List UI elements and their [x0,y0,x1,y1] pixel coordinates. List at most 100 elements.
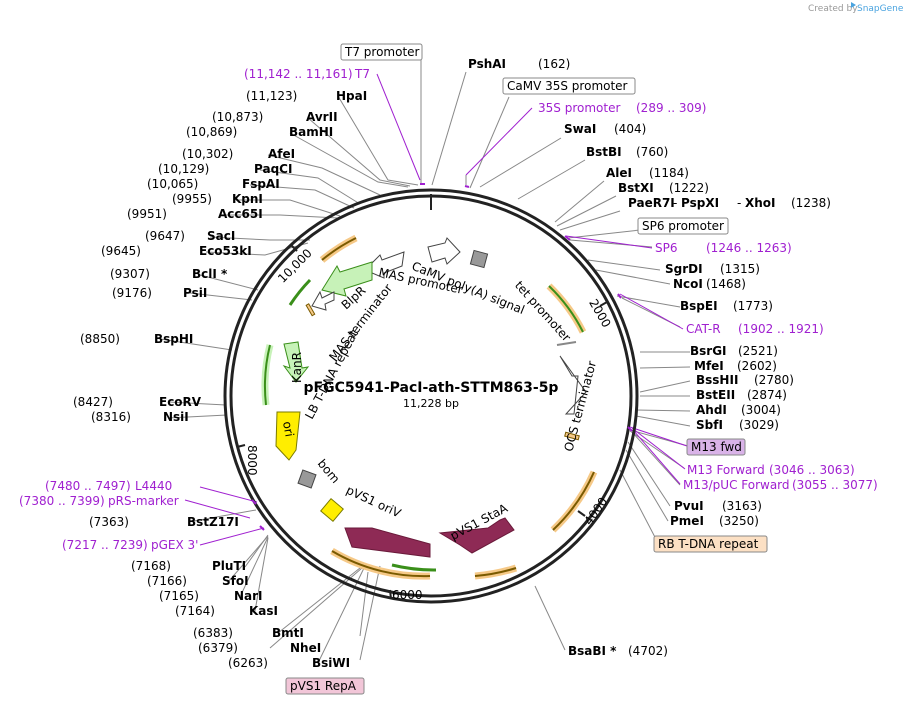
site-bmti: BmtI [272,626,304,640]
site-separator: - [737,196,741,210]
site-nsii-pos: (8316) [91,410,131,424]
site-bsiwi-pos: (6263) [228,656,268,670]
primer-t7: T7 [354,67,370,81]
site-kpni: KpnI [232,192,263,206]
site-bstxi-pos: (1222) [669,181,709,195]
site-ncoi: NcoI [673,277,703,291]
site-swai: SwaI [564,122,596,136]
site-pshai: PshAI [468,57,506,71]
sites-left: HpaI(11,123)AvrII(10,873)BamHI(10,869)Af… [73,89,367,670]
box-t7-promoter: T7 promoter [340,43,423,61]
site-bamhi-pos: (10,869) [186,125,237,139]
site-pspxi: PspXI [681,196,719,210]
site-ncoi-pos: (1468) [706,277,746,291]
primer-t7-pos: (11,142 .. 11,161) [244,67,353,81]
sites-right: PshAI(162)SwaI(404)BstBI(760)AleI(1184)B… [468,57,831,658]
site-bsshii: BssHII [696,373,738,387]
tick-2000: 2000 [586,297,613,330]
label-pvs1-orIV: pVS1 oriV [344,483,404,521]
site-saci-pos: (9647) [145,229,185,243]
site-bstxi: BstXI [618,181,654,195]
primer-m13-forward-pos: (3046 .. 3063) [769,463,855,477]
site-nhei-pos: (6379) [198,641,238,655]
site-bsrgi-pos: (2521) [738,344,778,358]
site-paqci: PaqCI [254,162,292,176]
primer-labels: T7(11,142 .. 11,161) 35S promoter (289 .. … [19,67,878,552]
site-bmti-pos: (6383) [193,626,233,640]
primer-pgex-3-pos: (7217 .. 7239) [62,538,148,552]
site-xhoi: XhoI [745,196,776,210]
site-pvui-pos: (3163) [722,499,762,513]
primer-sp6: SP6 [655,241,678,255]
site-bsphi: BspHI [154,332,193,346]
site-sfoi-pos: (7166) [147,574,187,588]
site-psii: PsiI [183,286,207,300]
site-pluti: PluTI [212,559,246,573]
site-alei: AleI [606,166,632,180]
site-bstz17i: BstZ17I [187,515,239,529]
site-sfoi: SfoI [222,574,249,588]
site-afei-pos: (10,302) [182,147,233,161]
site-sgrdi: SgrDI [665,262,703,276]
site-kasi-pos: (7164) [175,604,215,618]
box-camv-35s-text: CaMV 35S promoter [507,79,628,93]
orange-features [261,234,598,580]
site-bsphi-pos: (8850) [80,332,120,346]
site-pvui: PvuI [674,499,704,513]
primer-m13-puc-forward-pos: (3055 .. 3077) [792,478,878,492]
site-bcli: BclI * [192,267,228,281]
snapgene-logo-icon [851,2,856,8]
primer-sp6-pos: (1246 .. 1263) [706,241,792,255]
feature-arrows [275,237,587,558]
site-ecorv: EcoRV [159,395,202,409]
primer-prs-marker-pos: (7380 .. 7399) [19,494,105,508]
site-fspai: FspAI [242,177,280,191]
primer-pgex-3: pGEX 3' [151,538,198,552]
site-acc65i-pos: (9951) [127,207,167,221]
tick-8000: 8000 [245,445,259,476]
plasmid-size: 11,228 bp [403,397,459,410]
credit-brand: SnapGene [857,4,904,14]
site-bstz17i-pos: (7363) [89,515,129,529]
site-hpai: HpaI [336,89,367,103]
primer-35s-promoter: 35S promoter [538,101,620,115]
site-bsshii-pos: (2780) [754,373,794,387]
site-bstbi: BstBI [586,145,622,159]
site-swai-pos: (404) [614,122,646,136]
site-bspei: BspEI [680,299,718,313]
backbone-outer [223,188,639,604]
site-pshai-pos: (162) [538,57,570,71]
primer-l4440: L4440 [135,479,172,493]
site-bstbi-pos: (760) [636,145,668,159]
site-eco53ki-pos: (9645) [101,244,141,258]
site-psii-pos: (9176) [112,286,152,300]
site-ahdi-pos: (3004) [741,403,781,417]
box-t7-promoter-text: T7 promoter [344,45,420,59]
box-pvs1-repa: pVS1 RepA [285,677,365,695]
site-separator: - [673,196,677,210]
site-paer7i: PaeR7I [628,196,675,210]
primer-35s-promoter-pos: (289 .. 309) [636,101,706,115]
primer-cat-r-pos: (1902 .. 1921) [738,322,824,336]
box-repa-text: pVS1 RepA [290,679,357,693]
primer-m13-puc-forward: M13/pUC Forward [683,478,790,492]
site-bsiwi: BsiWI [312,656,350,670]
site-bsteii: BstEII [696,388,735,402]
site-kasi: KasI [249,604,278,618]
primer-prs-marker: pRS-marker [108,494,179,508]
site-xhoi-pos: (1238) [791,196,831,210]
site-mfei: MfeI [694,359,724,373]
site-hpai-pos: (11,123) [246,89,297,103]
site-sbfi: SbfI [696,418,723,432]
label-bom: bom [315,457,343,486]
site-bsabi: BsaBI * [568,644,617,658]
site-nari-pos: (7165) [159,589,199,603]
site-nari: NarI [234,589,263,603]
site-bamhi: BamHI [289,125,333,139]
primer-m13-forward: M13 Forward [687,463,765,477]
plasmid-name: pFGC5941-PacI-ath-STTM863-5p [304,380,559,396]
site-bsabi-pos: (4702) [628,644,668,658]
site-bsrgi: BsrGI [690,344,727,358]
site-kpni-pos: (9955) [172,192,212,206]
